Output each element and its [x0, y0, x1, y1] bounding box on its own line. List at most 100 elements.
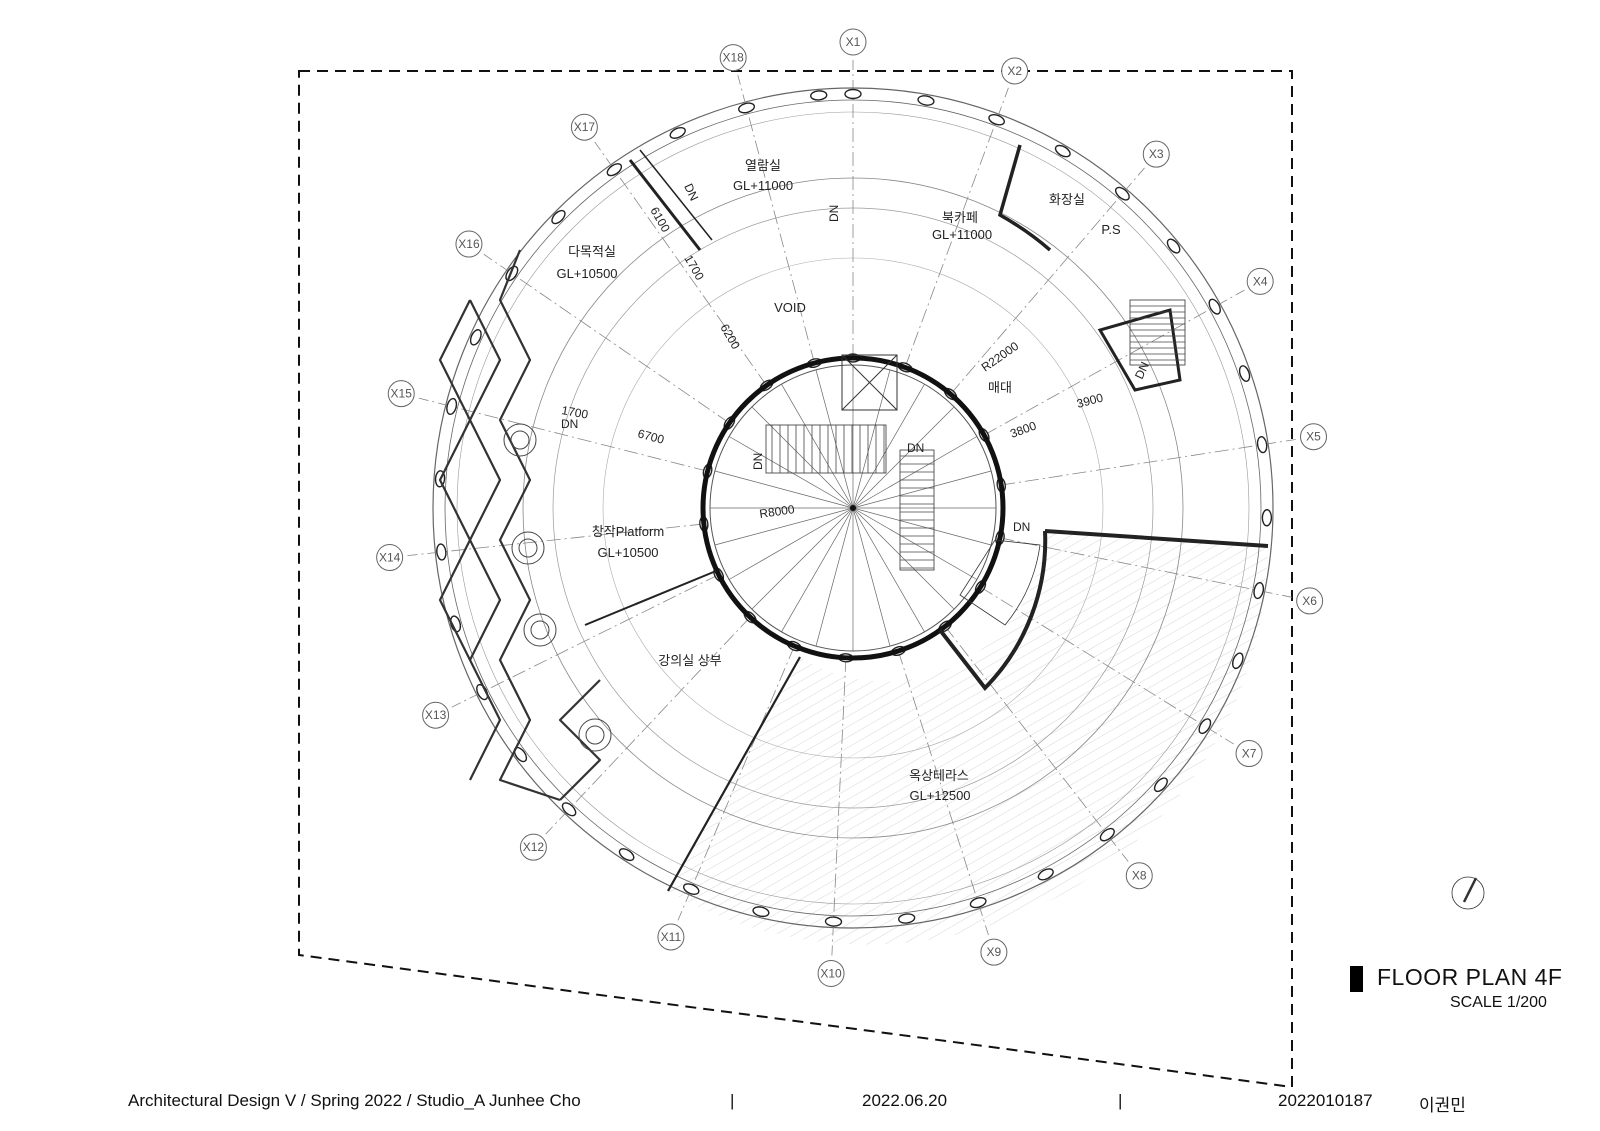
grid-axis-bubble: X6 — [1296, 587, 1324, 615]
perimeter-column — [1153, 777, 1168, 793]
perimeter-column — [810, 90, 828, 101]
perimeter-column — [1114, 186, 1130, 201]
student-name: 이권민 — [1419, 1096, 1466, 1115]
stair-down-labels: DN DN DN DN DN DN DN — [561, 181, 1152, 534]
perimeter-column — [1238, 365, 1251, 382]
grid-axis-label: X4 — [1253, 274, 1268, 288]
perimeter-column — [1037, 868, 1054, 881]
elevator — [841, 354, 898, 411]
dimension-label: R8000 — [758, 502, 795, 521]
room-name: 강의실 상부 — [658, 653, 721, 668]
room-level: GL+11000 — [932, 227, 992, 242]
perimeter-column — [561, 802, 577, 817]
grid-axis-label: X14 — [379, 551, 401, 565]
room-name: P.S — [1101, 222, 1121, 237]
dimension-label: 1700 — [681, 253, 707, 283]
stair-dn-label: DN — [1013, 520, 1030, 534]
grid-axis-label: X7 — [1242, 747, 1257, 761]
perimeter-column — [1256, 436, 1268, 454]
submission-date: 2022.06.20 — [862, 1091, 948, 1110]
perimeter-column — [898, 913, 916, 924]
room-level: GL+12500 — [909, 788, 970, 803]
footer-separator: | — [730, 1091, 735, 1110]
room-name: 창작Platform — [592, 524, 664, 539]
north-arrow-icon — [1451, 876, 1485, 910]
diagrid-structure — [438, 249, 602, 802]
grid-axis-bubble: X14 — [376, 544, 404, 572]
grid-axis-label: X2 — [1007, 64, 1022, 78]
grid-axis-bubble: X10 — [817, 959, 845, 987]
perimeter-column — [1054, 144, 1071, 158]
grid-axis-label: X18 — [722, 51, 744, 65]
perimeter-column — [669, 126, 686, 139]
dimension-label: 3800 — [1008, 418, 1038, 440]
stairs — [765, 299, 1186, 626]
grid-axis-bubble: X9 — [980, 938, 1008, 966]
perimeter-column — [1099, 827, 1115, 842]
perimeter-column — [969, 896, 987, 909]
drawing-title: FLOOR PLAN 4F — [1377, 964, 1563, 990]
room-name: 옥상테라스 — [909, 768, 969, 783]
room-name: 다목적실 — [568, 244, 616, 259]
grid-axis-bubble: X16 — [455, 230, 483, 258]
grid-axis-bubble: X15 — [387, 380, 415, 408]
grid-axis-bubble: X2 — [1001, 57, 1029, 85]
grid-axis-label: X9 — [987, 945, 1002, 959]
dimension-label: 1700 — [560, 403, 589, 421]
dimension-label: 6700 — [636, 426, 666, 447]
grid-axis-label: X8 — [1132, 869, 1147, 883]
perimeter-column — [436, 543, 447, 561]
perimeter-column — [917, 95, 935, 106]
drawing-scale: SCALE 1/200 — [1450, 994, 1547, 1011]
room-name: 화장실 — [1049, 192, 1085, 207]
perimeter-column — [446, 397, 458, 415]
room-name: 매대 — [988, 380, 1012, 395]
perimeter-column — [606, 163, 623, 177]
stair-dn-label: DN — [1132, 360, 1152, 382]
room-level: GL+10500 — [597, 545, 658, 560]
title-marker — [1350, 966, 1363, 992]
room-name: 열람실 — [745, 158, 781, 173]
perimeter-column — [513, 746, 528, 763]
student-id: 2022010187 — [1278, 1091, 1373, 1110]
landscape-trees — [503, 423, 612, 752]
grid-axis-label: X17 — [574, 120, 596, 134]
dimension-label: 3900 — [1075, 390, 1105, 411]
grid-axis-label: X12 — [523, 840, 545, 854]
grid-axis-bubble: X18 — [719, 44, 747, 72]
grid-axis-bubble: X11 — [657, 923, 685, 951]
site-boundary — [298, 70, 1293, 1089]
grid-axis-label: X10 — [820, 966, 842, 980]
course-info: Architectural Design V / Spring 2022 / S… — [128, 1091, 581, 1110]
grid-axis-label: X6 — [1302, 594, 1317, 608]
grid-axis-bubble: X7 — [1235, 740, 1263, 768]
stair-dn-label: DN — [907, 441, 924, 455]
grid-axis-bubbles: X1X2X3X4X5X6X7X8X9X10X11X12X13X14X15X16X… — [376, 28, 1328, 987]
grid-axis-label: X15 — [391, 387, 413, 401]
room-name: VOID — [774, 300, 806, 315]
grid-axis-label: X5 — [1306, 430, 1321, 444]
grid-axis-bubble: X8 — [1125, 862, 1153, 890]
perimeter-column — [551, 209, 566, 225]
perimeter-column — [618, 848, 635, 862]
room-name: 북카페 — [942, 210, 978, 225]
grid-axis-lines — [407, 60, 1296, 956]
grid-axis-label: X16 — [458, 237, 480, 251]
perimeter-column — [1261, 509, 1273, 527]
perimeter-column — [682, 883, 700, 895]
perimeter-column — [1166, 238, 1181, 254]
perimeter-column — [844, 88, 862, 100]
grid-axis-bubble: X4 — [1246, 267, 1274, 295]
perimeter-column — [1253, 581, 1265, 600]
grid-axis-label: X3 — [1149, 147, 1164, 161]
perimeter-column — [738, 102, 756, 114]
perimeter-column — [469, 329, 482, 346]
dimension-label: R22000 — [979, 339, 1022, 375]
stair-dn-label: DN — [751, 453, 765, 470]
footer-separator: | — [1118, 1091, 1123, 1110]
grid-axis-label: X1 — [846, 35, 861, 49]
central-core — [700, 355, 1006, 661]
perimeter-column — [988, 113, 1005, 126]
room-level: GL+10500 — [556, 266, 617, 281]
